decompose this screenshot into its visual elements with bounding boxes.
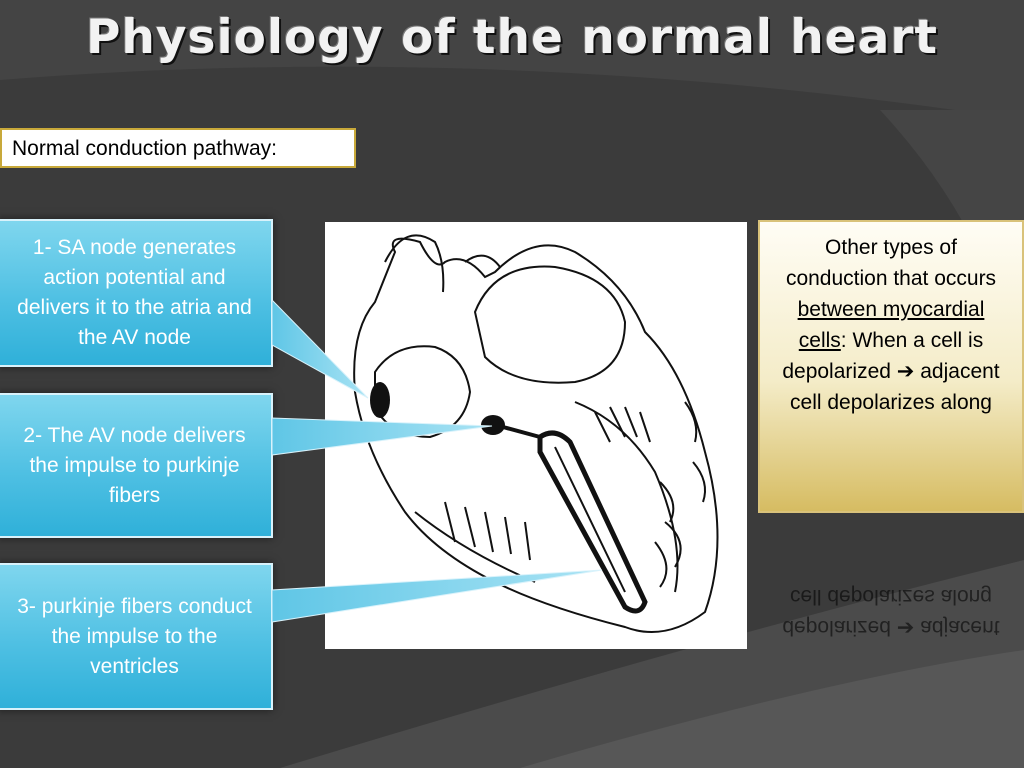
step-2-callout: 2- The AV node delivers the impulse to p… [0, 393, 273, 538]
step-1-pointer [271, 298, 369, 399]
other-intro: Other types of conduction that occurs [785, 236, 997, 290]
other-conduction-box: Other types of conduction that occurs be… [758, 220, 1024, 513]
sa-node-marker [370, 382, 390, 418]
other-underlined: between myocardial cells [797, 298, 985, 352]
step-1-callout: 1- SA node generates action potential an… [0, 219, 273, 367]
step-3-text: 3- purkinje fibers conduct the impulse t… [17, 594, 252, 678]
step-3-pointer [271, 569, 603, 623]
slide-title: Physiology of the normal heart [85, 10, 939, 65]
av-node-marker [481, 415, 505, 435]
heart-illustration [353, 234, 719, 633]
other-box-reflection: depolarized ➔ adjacent cell depolarizes … [782, 585, 1000, 639]
step-2-pointer [271, 417, 493, 456]
other-colon: : [840, 329, 847, 352]
other-line2: When a cell is depolarized [782, 329, 984, 383]
arrow-icon: ➔ [896, 360, 915, 383]
conduction-pathway-label: Normal conduction pathway: [0, 128, 356, 168]
other-line3: adjacent cell depolarizes along [790, 360, 1000, 414]
step-3-callout: 3- purkinje fibers conduct the impulse t… [0, 563, 273, 710]
step-2-text: 2- The AV node delivers the impulse to p… [23, 423, 246, 507]
step-1-text: 1- SA node generates action potential an… [17, 236, 252, 349]
